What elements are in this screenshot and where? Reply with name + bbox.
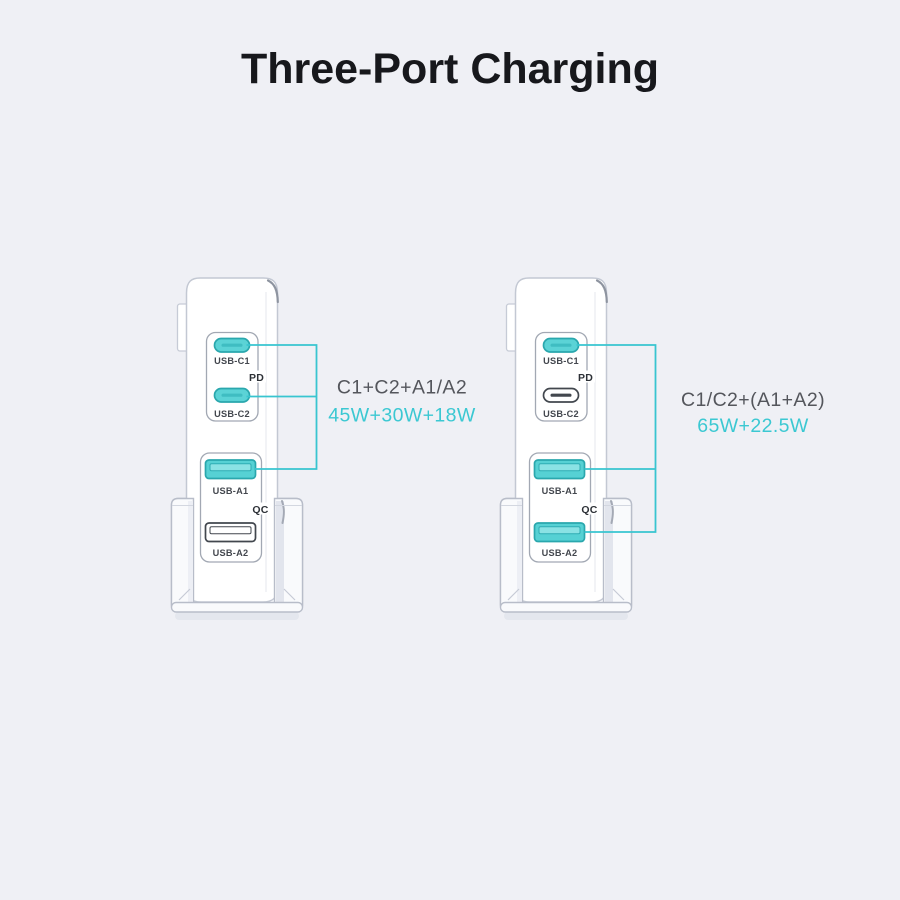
usb-a1-label: USB-A1 [542, 486, 578, 496]
combo-label: C1/C2+(A1+A2) [681, 389, 825, 411]
callout-lines [246, 344, 318, 470]
stand-left-wall-shade [188, 501, 193, 608]
stand-right-wall-shade [276, 501, 284, 608]
usb-a1-pin-bar [209, 463, 252, 472]
stand-corner-lines [178, 588, 296, 601]
callout-lines [576, 344, 657, 533]
watts-label: 45W+30W+18W [328, 405, 476, 427]
usb-a2-label: USB-A2 [213, 548, 249, 558]
pd-badge: PD [249, 372, 264, 384]
stand-front-lip [499, 601, 633, 613]
callout-left: C1+C2+A1/A2 45W+30W+18W [246, 344, 476, 470]
usb-a2-pin-bar [209, 526, 252, 535]
stand-shadow [175, 612, 299, 620]
qc-badge-knockout [251, 502, 270, 515]
stand-right-wall-shade [605, 501, 613, 608]
usb-a1-label: USB-A1 [213, 486, 249, 496]
stand-left-wall-shade [517, 501, 522, 608]
pd-badge: PD [578, 372, 593, 384]
stand-corner-lines [507, 588, 625, 601]
usb-a2-pin-bar [538, 526, 581, 535]
stand-wall-accent [610, 500, 614, 524]
charger-left: USB-C1 PD USB-C2 USB-A1 QC USB-A2 [170, 277, 304, 620]
body-edge-accent [595, 279, 608, 304]
usb-a2-label: USB-A2 [542, 548, 578, 558]
usb-c1-slot [550, 343, 572, 347]
qc-badge: QC [252, 504, 268, 516]
callout-right: C1/C2+(A1+A2) 65W+22.5W [576, 344, 825, 533]
combo-label: C1+C2+A1/A2 [337, 377, 467, 399]
pd-badge-knockout [576, 370, 595, 383]
usb-c1-slot [221, 343, 243, 347]
usb-c2-slot [550, 393, 572, 397]
usb-c2-label: USB-C2 [214, 409, 250, 419]
body-edge-accent [266, 279, 279, 304]
usb-c2-slot [221, 393, 243, 397]
qc-badge-knockout [580, 502, 599, 515]
pd-badge-knockout [247, 370, 266, 383]
usb-c1-label: USB-C1 [543, 356, 579, 366]
stand-wall-accent [281, 500, 285, 524]
charger-right: USB-C1 PD USB-C2 USB-A1 QC USB-A2 [499, 277, 633, 620]
watts-label: 65W+22.5W [697, 415, 809, 437]
stand-front-lip [170, 601, 304, 613]
usb-a1-pin-bar [538, 463, 581, 472]
usb-c2-label: USB-C2 [543, 409, 579, 419]
usb-c1-label: USB-C1 [214, 356, 250, 366]
page-title: Three-Port Charging [240, 45, 660, 93]
qc-badge: QC [581, 504, 597, 516]
stand-shadow [504, 612, 628, 620]
